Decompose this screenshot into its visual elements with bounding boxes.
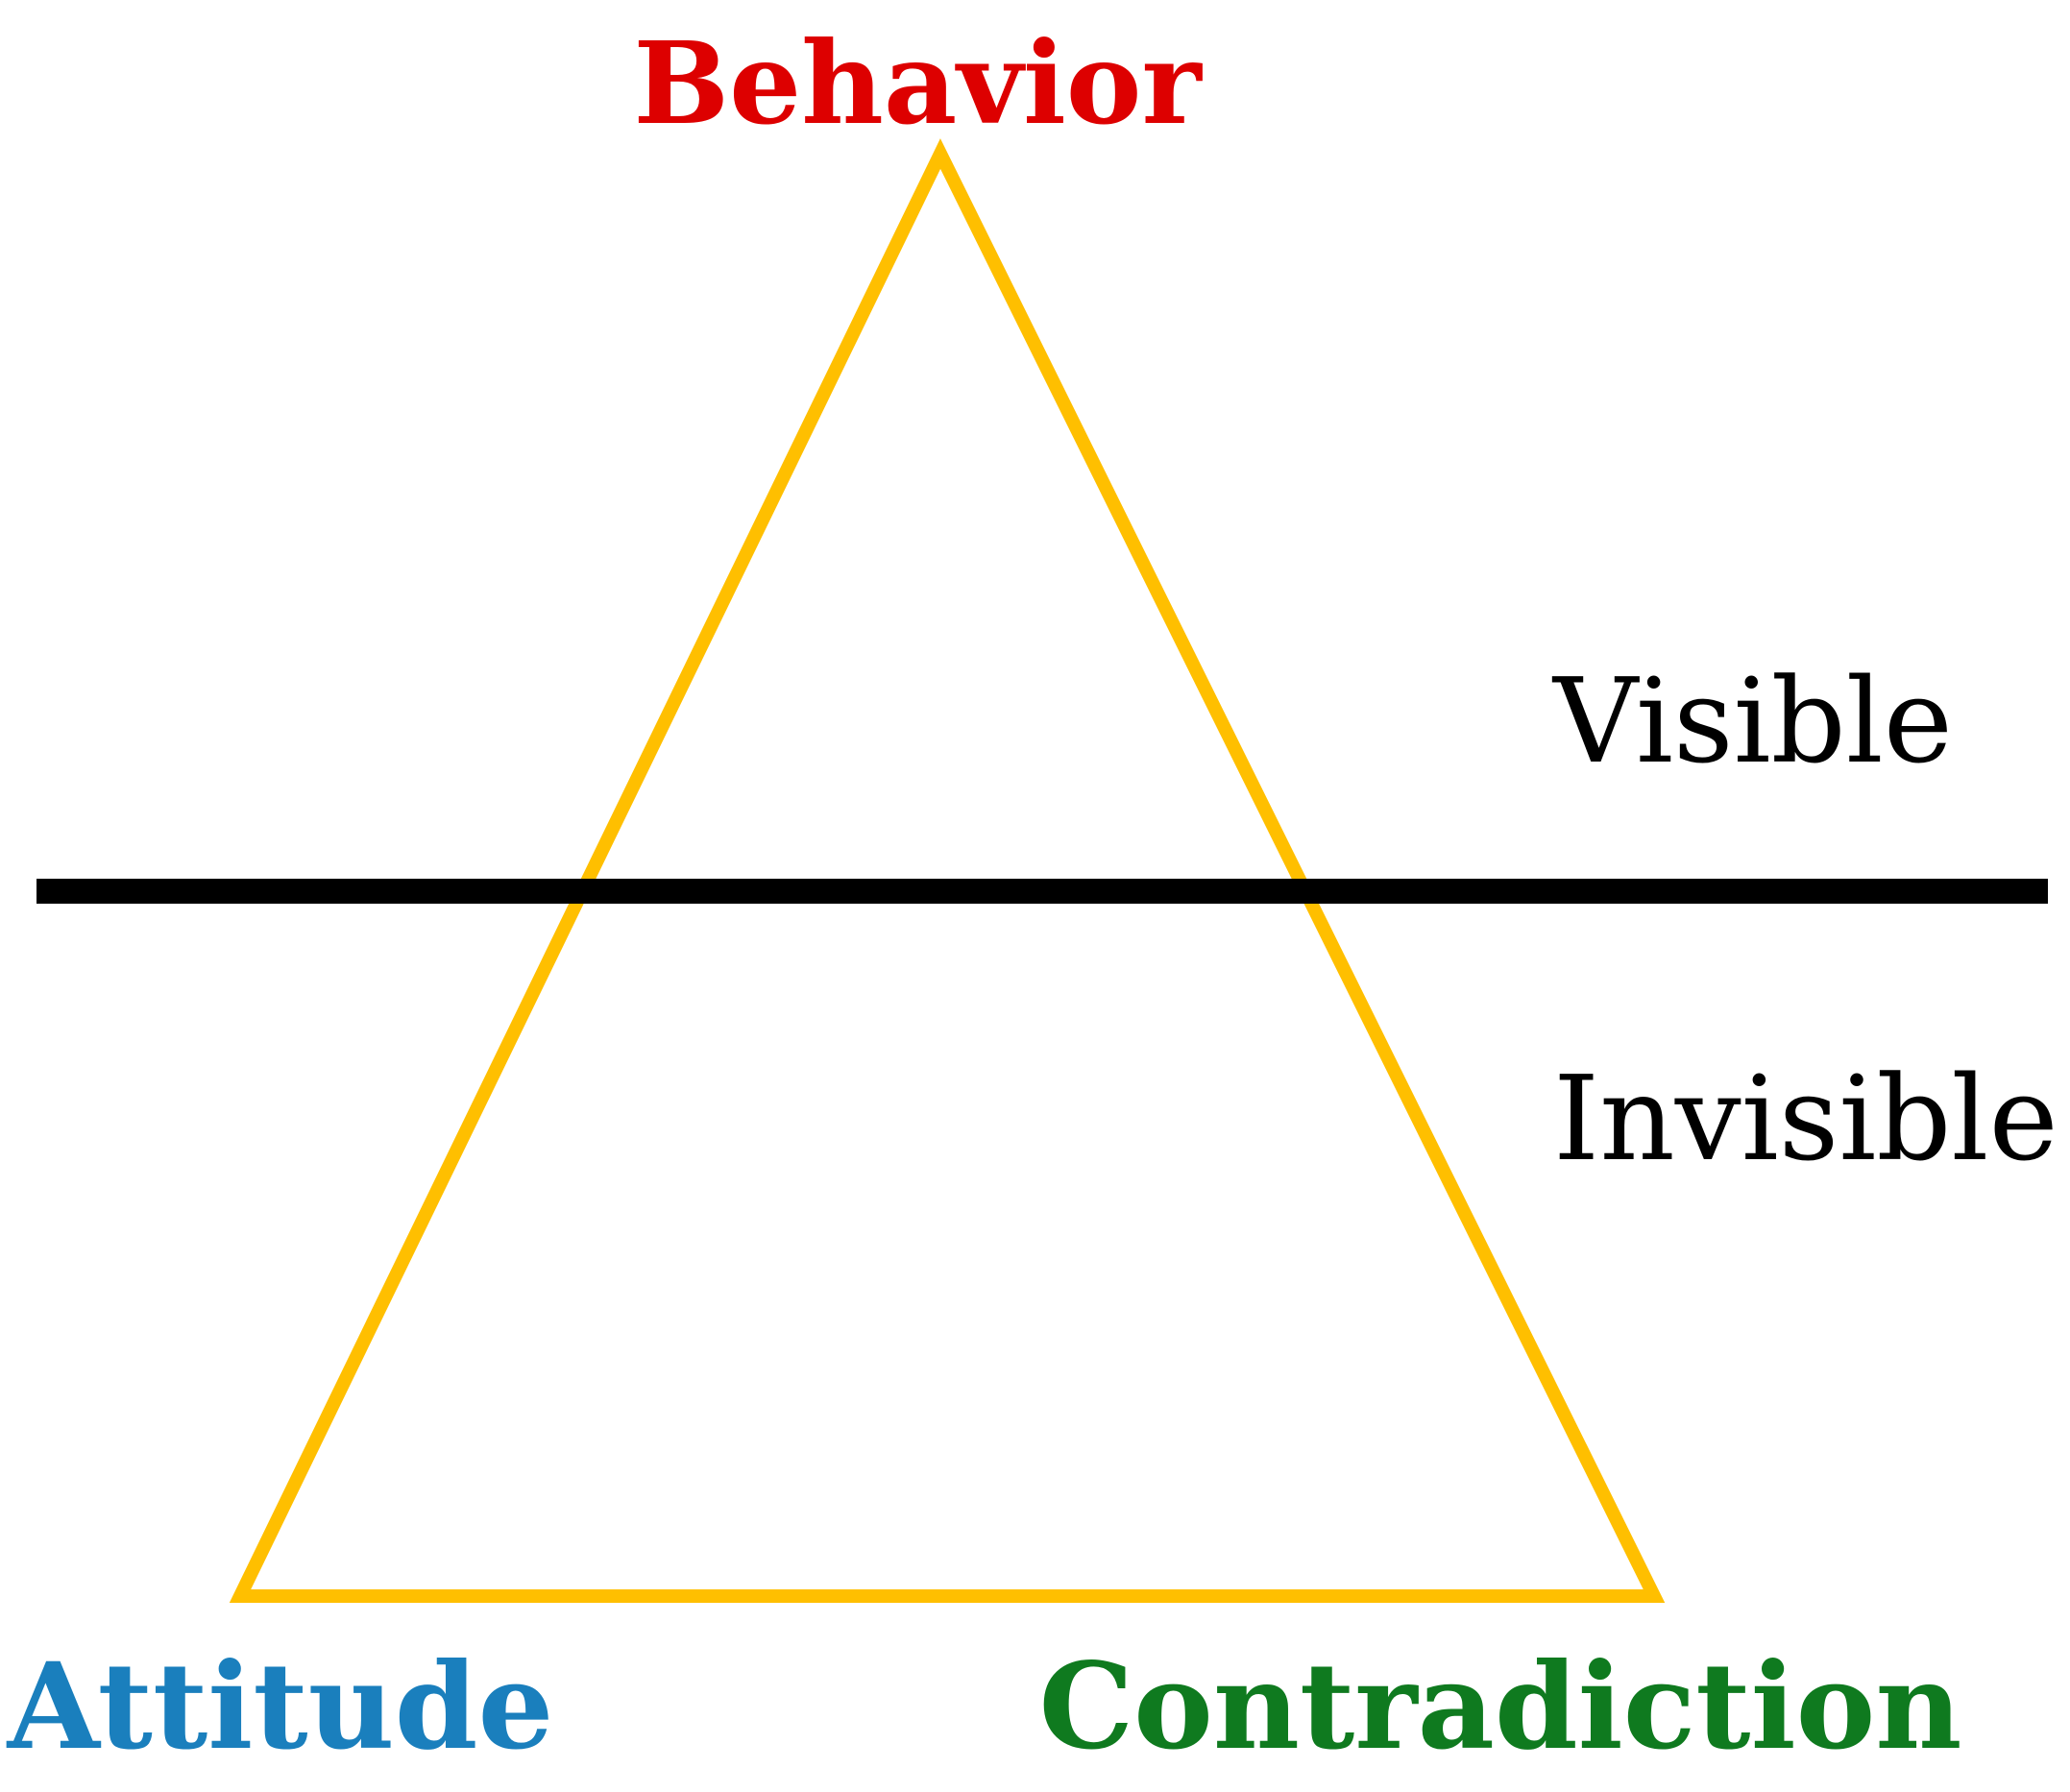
vertex-label-behavior: Behavior	[633, 16, 1203, 150]
zone-label-invisible: Invisible	[1553, 1051, 2058, 1187]
vertex-label-attitude: Attitude	[7, 1637, 554, 1777]
zone-label-visible: Visible	[1551, 653, 1953, 789]
triangle-outline	[229, 138, 1666, 1603]
vertex-label-contradiction: Contradiction	[1038, 1637, 1961, 1777]
